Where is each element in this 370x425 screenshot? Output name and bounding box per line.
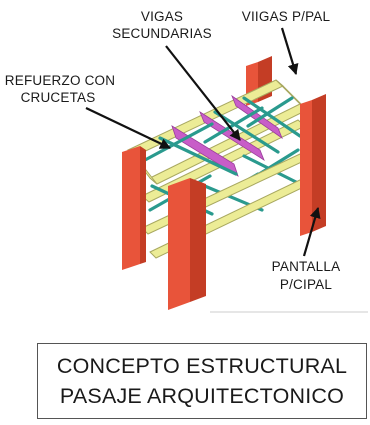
label-main-wall-2: P/CIPAL — [280, 277, 332, 292]
label-bracing-2: CRUCETAS — [21, 90, 96, 105]
label-bracing-1: REFUERZO CON — [5, 73, 115, 88]
leader-arrows — [85, 27, 321, 257]
caption-line-1: CONCEPTO ESTRUCTURAL — [56, 354, 348, 378]
arrow-bracing — [85, 107, 171, 149]
label-main-wall-1: PANTALLA — [272, 259, 341, 274]
front-left-walls — [122, 146, 206, 310]
structural-diagram: VIGAS SECUNDARIAS VIIGAS P/PAL REFUERZO … — [5, 9, 368, 313]
label-main-beams: VIIGAS P/PAL — [242, 9, 331, 24]
front-right-wall — [300, 94, 326, 236]
caption-box: CONCEPTO ESTRUCTURAL PASAJE ARQUITECTONI… — [37, 343, 367, 419]
caption-line-2: PASAJE ARQUITECTONICO — [59, 384, 345, 408]
arrow-main-wall — [302, 206, 321, 257]
cross-bracing — [143, 96, 302, 216]
arrow-secondary-beams — [165, 45, 241, 141]
label-secondary-beams-1: VIGAS — [141, 9, 183, 24]
label-secondary-beams-2: SECUNDARIAS — [112, 26, 212, 41]
arrow-main-beams — [280, 27, 299, 76]
